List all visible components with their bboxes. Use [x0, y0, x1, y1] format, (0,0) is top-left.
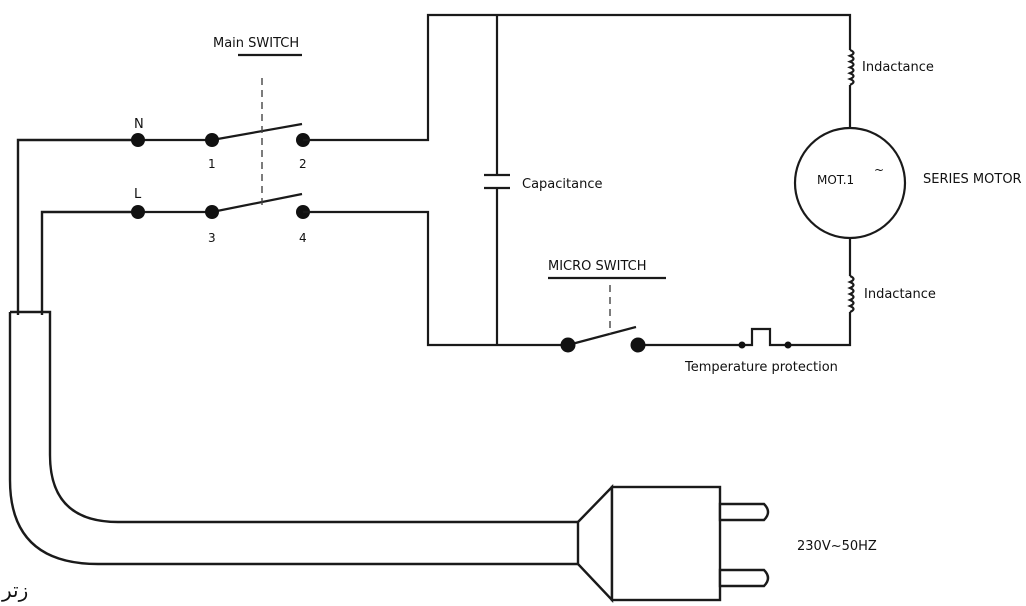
inductance-top-label: Indactance — [862, 60, 934, 75]
inductor-bottom — [847, 274, 855, 314]
neutral-label: N — [134, 117, 144, 132]
temperature-protection-label: Temperature protection — [684, 360, 838, 375]
voltage-label: 230V~50HZ — [797, 539, 877, 554]
terminal-2-label: 2 — [299, 157, 307, 171]
terminal-1-label: 1 — [208, 157, 216, 171]
main-switch-label: Main SWITCH — [213, 36, 299, 51]
temp-protection-terminal-left — [738, 341, 746, 349]
terminal-n — [131, 133, 145, 147]
plug — [576, 484, 770, 604]
terminal-1 — [205, 133, 219, 147]
power-cord — [8, 138, 578, 566]
motor-symbol: ~ — [874, 163, 884, 177]
capacitor — [484, 173, 510, 190]
micro-switch — [548, 276, 666, 347]
micro-switch-terminal-left — [560, 337, 576, 353]
circuit-wires — [303, 13, 852, 347]
terminal-l — [131, 205, 145, 219]
terminal-3-label: 3 — [208, 231, 216, 245]
terminal-3 — [205, 205, 219, 219]
motor — [793, 126, 907, 240]
temp-protection-terminal-right — [784, 341, 792, 349]
micro-switch-terminal-right — [630, 337, 646, 353]
series-motor-label: SERIES MOTOR — [923, 172, 1022, 187]
capacitance-label: Capacitance — [522, 177, 602, 192]
motor-id-label: MOT.1 — [817, 173, 854, 187]
terminal-4-label: 4 — [299, 231, 307, 245]
line-label: L — [134, 187, 142, 202]
inductance-bottom-label: Indactance — [864, 287, 936, 302]
corner-text: زتر — [2, 578, 29, 602]
main-switch — [138, 53, 303, 214]
micro-switch-label: MICRO SWITCH — [548, 259, 647, 274]
inductor-top — [847, 48, 855, 86]
